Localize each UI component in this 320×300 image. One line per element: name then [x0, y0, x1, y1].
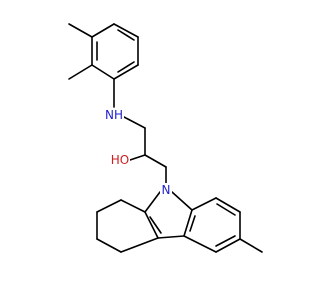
carbazole-benzo-ring [183, 197, 241, 253]
tetrahydro-ring [96, 199, 159, 253]
structure-diagram: NH HO N [68, 23, 263, 253]
carbazole-pyrrole-ring [144, 191, 193, 239]
carbazole-nitrogen-label: N [162, 183, 171, 197]
ring-methyl-groups [68, 23, 93, 80]
nh-label: NH [105, 108, 123, 122]
atom-label-n9: N [160, 183, 172, 197]
atom-label-nh: NH [104, 108, 124, 122]
amino-propanol-chain [113, 78, 167, 185]
oh-label: HO [111, 153, 129, 167]
dimethylphenyl-ring [91, 23, 139, 80]
benzo-methyl-group [239, 238, 263, 253]
atom-label-oh: HO [110, 153, 130, 167]
